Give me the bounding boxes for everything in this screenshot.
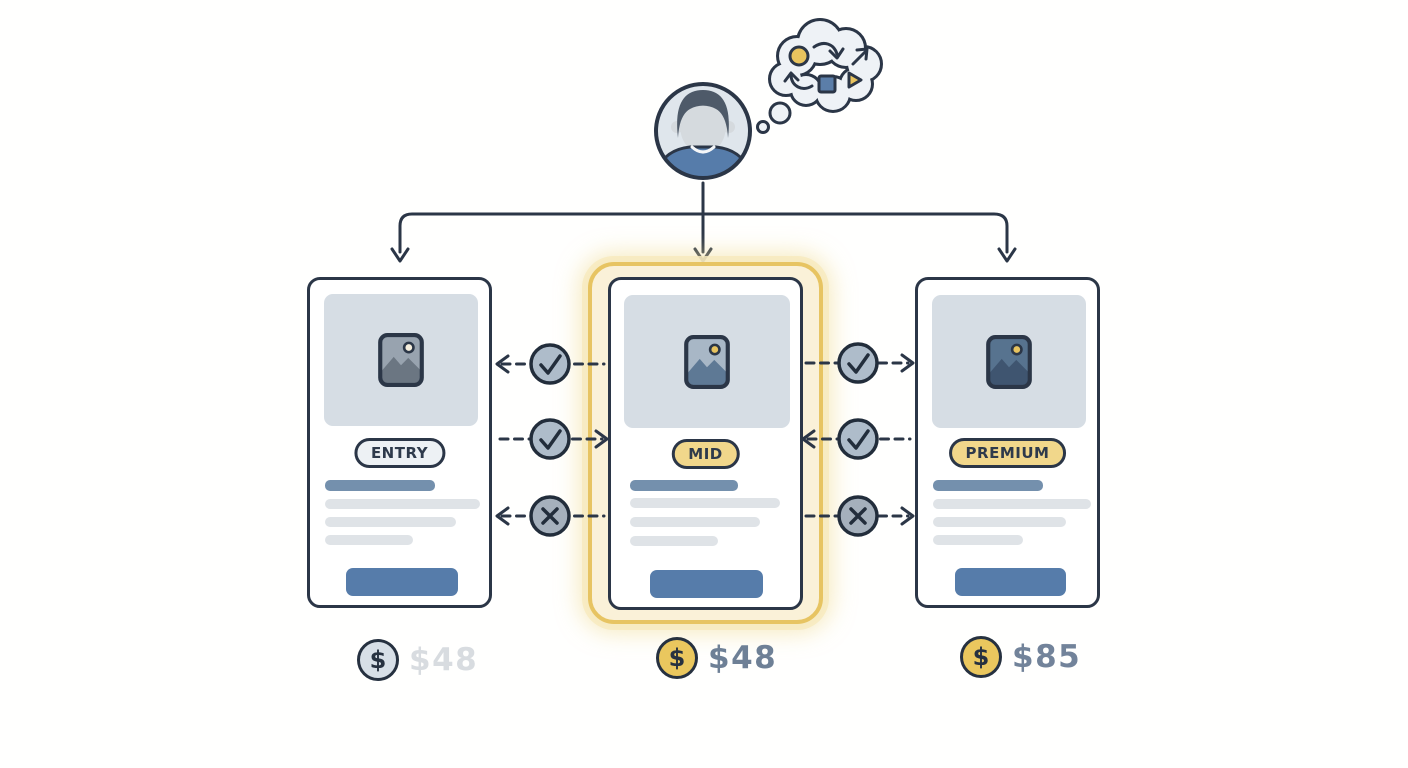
- dollar-coin-icon: $: [357, 639, 399, 681]
- image-placeholder: [624, 295, 790, 428]
- dashed-arrow-right-icon: [900, 506, 915, 526]
- plan-card-mid[interactable]: MID: [608, 277, 803, 610]
- skeleton-text-line: [630, 517, 760, 527]
- dashed-arrow-right-icon: [900, 353, 915, 373]
- skeleton-text-line: [325, 499, 480, 509]
- cta-button[interactable]: [955, 568, 1066, 596]
- price-amount: $48: [409, 641, 479, 678]
- image-placeholder: [932, 295, 1086, 428]
- thought-trail-dot: [768, 101, 792, 125]
- tier-badge: MID: [671, 439, 740, 469]
- check-circle-icon: [837, 418, 879, 460]
- header-illustration: [390, 18, 1017, 263]
- thought-bubble-icon: [756, 18, 883, 134]
- skeleton-title-line: [325, 480, 435, 491]
- image-icon: [378, 333, 424, 387]
- cycle-arrow-icon: [812, 42, 839, 56]
- flow-connector: [390, 181, 1017, 263]
- skeleton-text-line: [630, 536, 718, 546]
- thought-trail-dot: [756, 120, 770, 134]
- cycle-arrow-icon: [789, 74, 814, 90]
- price-amount: $48: [708, 639, 778, 676]
- down-arrow-icon: [390, 247, 410, 263]
- check-circle-icon: [837, 342, 879, 384]
- skeleton-title-line: [933, 480, 1043, 491]
- idea-circle-icon: [788, 45, 810, 67]
- image-icon: [684, 334, 730, 389]
- cross-circle-icon: [837, 495, 879, 537]
- skeleton-text-line: [325, 535, 413, 545]
- down-arrow-icon: [997, 247, 1017, 263]
- plan-card-entry[interactable]: ENTRY: [307, 277, 492, 608]
- idea-square-icon: [817, 74, 837, 94]
- tier-badge: ENTRY: [353, 438, 446, 468]
- dashed-arrow-left-icon: [495, 506, 510, 526]
- check-circle-icon: [529, 418, 571, 460]
- skeleton-text-line: [933, 517, 1066, 527]
- skeleton-text-line: [630, 498, 780, 508]
- check-circle-icon: [529, 343, 571, 385]
- cta-button[interactable]: [346, 568, 458, 596]
- cross-circle-icon: [529, 495, 571, 537]
- price-entry: $ $48: [357, 639, 478, 681]
- dollar-coin-icon: $: [960, 636, 1002, 678]
- price-amount: $85: [1012, 638, 1082, 675]
- skeleton-text-line: [325, 517, 456, 527]
- person-avatar-icon: [654, 82, 752, 180]
- skeleton-title-line: [630, 480, 738, 491]
- image-icon: [986, 334, 1032, 389]
- skeleton-text-line: [933, 499, 1091, 509]
- image-placeholder: [324, 294, 478, 426]
- idea-triangle-icon: [847, 71, 863, 89]
- dollar-coin-icon: $: [656, 637, 698, 679]
- price-mid: $ $48: [656, 637, 777, 679]
- plan-card-premium[interactable]: PREMIUM: [915, 277, 1100, 608]
- down-arrow-icon: [693, 247, 713, 263]
- dashed-arrow-left-icon: [495, 354, 510, 374]
- price-premium: $ $85: [960, 636, 1081, 678]
- skeleton-text-line: [933, 535, 1023, 545]
- arrow-up-right-icon: [851, 49, 868, 66]
- tier-badge: PREMIUM: [948, 438, 1067, 468]
- cta-button[interactable]: [650, 570, 763, 598]
